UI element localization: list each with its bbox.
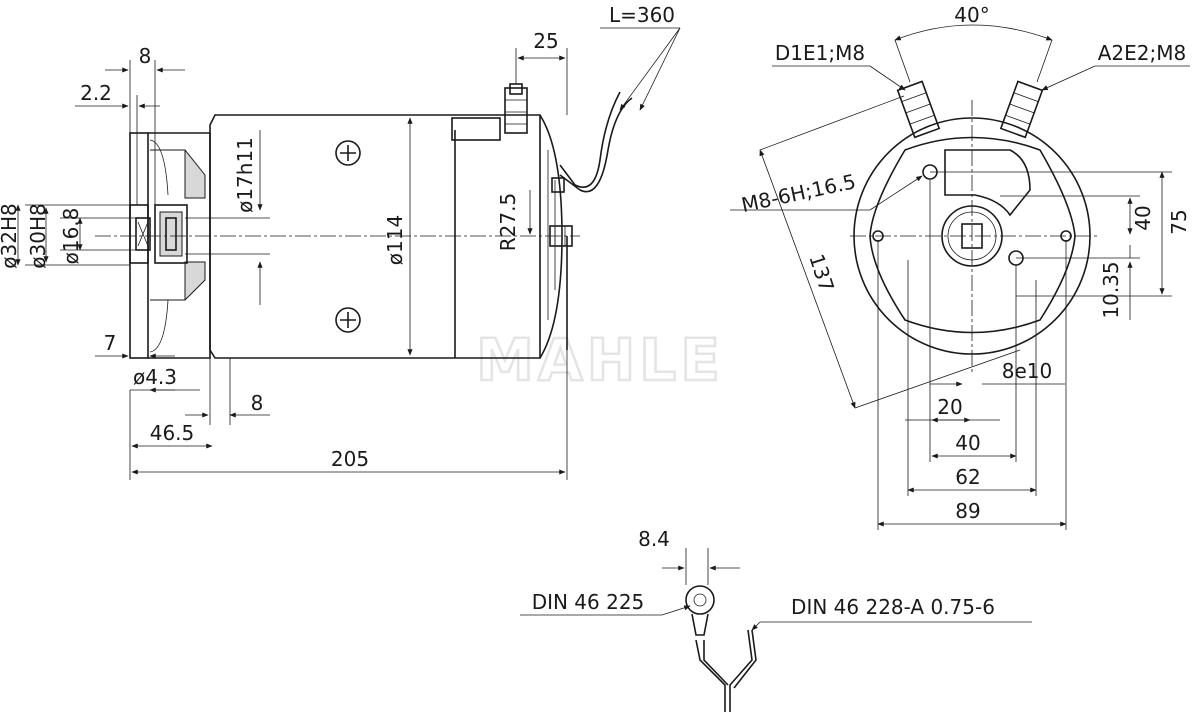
bore-section: [129, 204, 188, 264]
terminal-stud: [451, 83, 528, 141]
dim-keyway: 8e10: [1002, 359, 1052, 383]
dim-height-40: 40: [1131, 205, 1155, 230]
wire-spec-label: DIN 46 228-A 0.75-6: [791, 595, 995, 619]
front-view: 40° D1E1;M8 A2E2;M8 M8-6H;16.5 137 40 75…: [730, 3, 1191, 530]
dim-terminal-right: A2E2;M8: [1098, 41, 1187, 65]
dim-bore-outer: ø32H8: [0, 203, 21, 268]
watermark-logo: MAHLE: [476, 326, 724, 394]
dim-flange-offset: 46.5: [150, 421, 195, 445]
brush-slot: [944, 149, 1031, 217]
dim-bore-inner: ø16.8: [59, 208, 83, 265]
end-plate-outline: [869, 136, 1076, 334]
dim-bore-mid: ø30H8: [26, 203, 50, 268]
terminal-d1e1: [896, 80, 941, 139]
screw-top: [335, 140, 361, 166]
dim-width-89: 89: [955, 499, 980, 523]
connector-detail: 8.4 DIN 46 225 DIN 46 228-A 0.75-6: [520, 527, 1032, 712]
dim-end-cap-radius: R27.5: [496, 193, 520, 251]
dim-terminal-left: D1E1;M8: [775, 41, 865, 65]
dim-height-75: 75: [1167, 209, 1191, 234]
motor-housing: [209, 114, 568, 359]
dim-width-40: 40: [955, 431, 980, 455]
dim-housing-diameter: ø114: [383, 215, 407, 265]
side-view: 8 2.2 25 L=360 ø32H8 ø30H8 ø16.8 ø17h11: [0, 3, 681, 480]
dim-offset-10-35: 10.35: [1099, 261, 1123, 318]
dim-diagonal: 137: [804, 251, 839, 295]
dim-width-62: 62: [955, 465, 980, 489]
ring-terminal: [685, 585, 715, 615]
dim-hole: ø4.3: [133, 365, 177, 389]
dim-lug-width: 8.4: [638, 527, 670, 551]
dim-terminal-offset: 25: [533, 29, 558, 53]
cables: [551, 91, 633, 193]
screw-bottom: [335, 307, 361, 333]
dim-cable-length: L=360: [609, 3, 675, 27]
dim-total-length: 205: [331, 447, 369, 471]
dim-offset: 2.2: [80, 81, 112, 105]
ring-terminal-label: DIN 46 225: [532, 590, 645, 614]
terminal-a2e2: [999, 80, 1044, 139]
dim-collar: 8: [251, 391, 264, 415]
dim-flange-width: 8: [139, 44, 152, 68]
dim-spigot: 7: [104, 331, 117, 355]
dim-shaft: ø17h11: [233, 137, 257, 213]
dim-width-20: 20: [937, 395, 962, 419]
dim-terminal-angle: 40°: [954, 3, 989, 27]
